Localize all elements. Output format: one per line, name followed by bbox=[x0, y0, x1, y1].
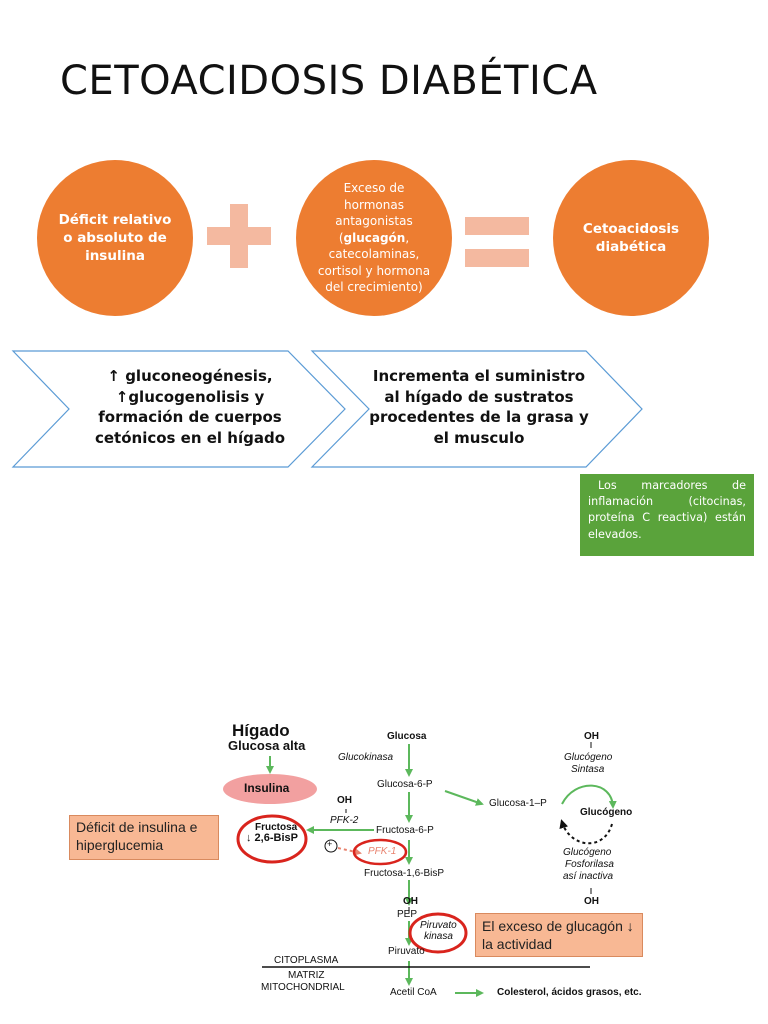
chevron-right-line-1: Incrementa el suministro bbox=[372, 367, 586, 385]
chevron-left-shape bbox=[11, 350, 346, 468]
glucosa-alta-label: Glucosa alta bbox=[228, 738, 306, 753]
plus-label: + bbox=[327, 839, 333, 849]
fosforilasa-line3: así inactiva bbox=[563, 871, 614, 882]
hormones-text-pre: Exceso de hormonas antagonistas ( bbox=[335, 181, 413, 245]
arrow-glucogeno-g1p bbox=[559, 819, 613, 845]
insulina-label: Insulina bbox=[244, 781, 290, 795]
oh-fosforilasa-label: OH bbox=[584, 896, 599, 907]
chevron-left-text: ↑ gluconeogénesis, ↑glucogenolisis y for… bbox=[90, 366, 290, 449]
callout-insulin-deficit: Déficit de insulina e hiperglucemia bbox=[69, 815, 219, 860]
circle-insulin-deficit-text: Déficit relativo o absoluto de insulina bbox=[58, 211, 172, 265]
chevron-right-text: Incrementa el suministro al hígado de su… bbox=[364, 366, 594, 449]
pfk1-label: PFK-1 bbox=[368, 846, 397, 857]
colesterol-label: Colesterol, ácidos grasos, etc. bbox=[497, 987, 642, 998]
glucogeno-label: Glucógeno bbox=[580, 807, 633, 818]
hormones-text-glucagon: glucagón bbox=[343, 230, 406, 245]
chevron-right-line-4: el musculo bbox=[433, 429, 525, 448]
oh-sintasa-label: OH bbox=[584, 731, 599, 742]
ring-fructosa26 bbox=[236, 814, 308, 864]
matriz-line1: MATRIZ bbox=[288, 970, 325, 981]
circle-insulin-deficit: Déficit relativo o absoluto de insulina bbox=[37, 160, 193, 316]
glucogeno-sintasa-line2: Sintasa bbox=[571, 764, 605, 775]
fructosa26-line2: ↓ 2,6-BisP bbox=[246, 832, 298, 844]
circle-ketoacidosis: Cetoacidosis diabética bbox=[553, 160, 709, 316]
fructosa16-label: Fructosa-1,6-BisP bbox=[364, 868, 445, 879]
plus-circle bbox=[324, 839, 338, 853]
matriz-line2: MITOCHONDRIAL bbox=[261, 982, 345, 993]
chevron-left-line-1: ↑ gluconeogénesis, bbox=[107, 367, 273, 385]
inflammation-note: Los marcadores de inflamación (citocinas… bbox=[580, 474, 754, 556]
insulina-ellipse bbox=[223, 774, 317, 804]
fosforilasa-line2: Fosforilasa bbox=[565, 859, 614, 870]
plus-sign-icon bbox=[207, 204, 271, 268]
circle-antagonist-hormones: Exceso de hormonas antagonistas (glucagó… bbox=[296, 160, 452, 316]
arrow-g6p-g1p bbox=[444, 790, 484, 806]
arrow-f26-pfk1 bbox=[337, 847, 362, 856]
pfk2-label: PFK-2 bbox=[330, 815, 359, 826]
acetilcoa-label: Acetil CoA bbox=[390, 987, 437, 998]
piruvato-kinasa-line1: Piruvato bbox=[420, 920, 457, 931]
fructosa26-line1: Fructosa bbox=[255, 822, 298, 833]
glucosa-label: Glucosa bbox=[387, 731, 427, 742]
chevron-left-line-2: ↑glucogenolisis y bbox=[115, 387, 265, 406]
callout-glucagon: El exceso de glucagón ↓ la actividad bbox=[475, 913, 643, 957]
hormones-text-post: , catecolaminas, cortisol y hormona del … bbox=[317, 230, 431, 295]
ring-piruvato-kinasa bbox=[408, 912, 468, 954]
piruvato-label: Piruvato bbox=[388, 946, 425, 957]
ring-pfk1 bbox=[352, 838, 408, 866]
glucokinasa-label: Glucokinasa bbox=[338, 752, 394, 763]
glucosa6p-label: Glucosa-6-P bbox=[377, 779, 433, 790]
glucogeno-sintasa-line1: Glucógeno bbox=[564, 752, 613, 763]
callout-insulin-deficit-text: Déficit de insulina e hiperglucemia bbox=[76, 819, 198, 853]
callout-glucagon-text: El exceso de glucagón ↓ la actividad bbox=[482, 918, 634, 952]
oh-pfk2-label: OH bbox=[337, 795, 352, 806]
liver-pathway-diagram bbox=[223, 742, 617, 997]
glucosa1p-label: Glucosa-1–P bbox=[489, 798, 547, 809]
chevron-right-line-3: procedentes de la grasa y bbox=[369, 408, 589, 427]
fructosa6p-label: Fructosa-6-P bbox=[376, 825, 434, 836]
pep-label: PEP bbox=[397, 909, 418, 920]
oh-pk-label: OH bbox=[403, 896, 418, 907]
fosforilasa-line1: Glucógeno bbox=[563, 847, 612, 858]
citoplasma-label: CITOPLASMA bbox=[274, 955, 339, 966]
equals-sign-icon bbox=[465, 217, 529, 267]
chevron-arrows bbox=[11, 350, 643, 468]
chevron-left-line-4: cetónicos en el hígado bbox=[94, 429, 286, 448]
circle-antagonist-hormones-text: Exceso de hormonas antagonistas (glucagó… bbox=[316, 180, 432, 296]
page-title: CETOACIDOSIS DIABÉTICA bbox=[60, 58, 598, 104]
arrow-g1p-glucogeno bbox=[561, 784, 617, 809]
chevron-right-line-2: al hígado de sustratos bbox=[384, 387, 574, 406]
chevron-right-shape bbox=[310, 350, 643, 468]
higado-label: Hígado bbox=[232, 721, 290, 740]
chevron-left-line-3: formación de cuerpos bbox=[98, 408, 282, 427]
piruvato-kinasa-line2: kinasa bbox=[424, 931, 453, 942]
circle-ketoacidosis-text: Cetoacidosis diabética bbox=[582, 220, 680, 255]
